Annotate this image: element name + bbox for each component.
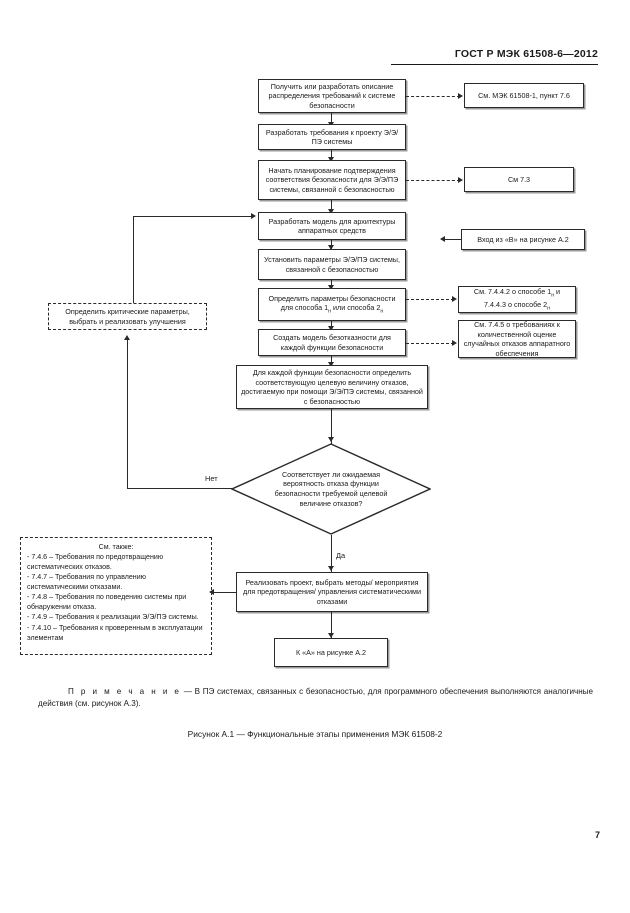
connector-6-arrow	[328, 326, 334, 331]
dashed-link-ref-1-arrow	[458, 93, 463, 99]
ref-box-7-4-4-2-and-7-4-4-3: См. 7.4.4.2 о способе 1н и 7.4.4.3 о спо…	[458, 286, 576, 313]
connector-yes-vertical	[331, 535, 332, 572]
see-also-notes-box: См. также: - 7.4.6 – Требования по предо…	[20, 537, 212, 655]
connector-7-arrow	[328, 362, 334, 367]
diamond-shape	[231, 443, 431, 535]
decision-branch-label-yes: Да	[336, 551, 346, 560]
flow-box-develop-hw-architecture-model: Разработать модель для архитектуры аппар…	[258, 212, 406, 240]
connector-2-arrow	[328, 157, 334, 162]
flow-box-define-safety-parameters: Определить параметры безопасности для сп…	[258, 288, 406, 321]
link-ref-3	[443, 239, 461, 240]
page-header-title: ГОСТ Р МЭК 61508-6—2012	[454, 48, 598, 60]
connector-9	[331, 612, 332, 638]
dashed-link-ref-2	[406, 180, 460, 181]
figure-note-paragraph: П р и м е ч а н и е — В ПЭ системах, свя…	[38, 686, 593, 710]
flow-box-start-planning: Начать планирование подтверждения соотве…	[258, 160, 406, 200]
flow-box-determine-target-failure: Для каждой функции безопасности определи…	[236, 365, 428, 409]
flow-decision-probability-meets-target: Соответствует ли ожидаемая вероятность о…	[231, 443, 431, 535]
connector-feedback-vertical	[133, 216, 134, 303]
connector-1	[331, 113, 332, 127]
connector-2	[331, 150, 332, 162]
dashed-link-ref-1	[406, 96, 460, 97]
note-text: — В ПЭ системах, связанных с безопасност…	[38, 687, 593, 709]
link-notes-to-implement	[212, 592, 236, 593]
connector-5-arrow	[328, 285, 334, 290]
ref-box-entry-b-figure-a2: Вход из «В» на рисунке А.2	[461, 229, 585, 250]
connector-no-horizontal	[127, 488, 232, 489]
connector-3	[331, 200, 332, 214]
see-also-item-5: - 7.4.10 – Требования к проверенным в эк…	[27, 623, 203, 642]
header-rule	[391, 64, 598, 65]
flow-box-create-reliability-model: Создать модель безотказности для каждой …	[258, 329, 406, 356]
figure-caption: Рисунок А.1 — Функциональные этапы приме…	[187, 729, 443, 739]
flow-box-determine-critical-parameters: Определить критические параметры, выбрат…	[48, 303, 207, 330]
note-label: П р и м е ч а н и е	[68, 687, 182, 696]
connector-3-arrow	[328, 209, 334, 214]
page-number: 7	[594, 830, 600, 840]
decision-branch-label-no: Нет	[205, 474, 218, 483]
connector-9-arrow	[328, 633, 334, 638]
connector-yes-arrow	[328, 566, 334, 571]
ref-box-see-7-3: См 7.3	[464, 167, 574, 192]
connector-feedback-arrow	[251, 213, 256, 219]
ref-box-7-4-5: См. 7.4.5 о требованиях к количественной…	[458, 320, 576, 358]
see-also-item-2: - 7.4.7 – Требования по управлению систе…	[27, 573, 147, 592]
flow-box-implement-project: Реализовать проект, выбрать методы/ меро…	[236, 572, 428, 612]
dashed-link-ref-4-arrow	[452, 296, 457, 302]
ref-7-4-4-2-label: См. 7.4.4.2 о способе 1н и 7.4.4.3 о спо…	[473, 287, 561, 311]
see-also-item-1: - 7.4.6 – Требования по предотвращению с…	[27, 553, 164, 572]
connector-8	[331, 409, 332, 445]
connector-8-arrow	[328, 437, 334, 442]
see-also-item-3: - 7.4.8 – Требования по поведению систем…	[27, 593, 187, 612]
connector-7	[331, 356, 332, 367]
connector-no-arrow	[124, 335, 130, 340]
link-notes-arrow	[209, 589, 214, 595]
define-safety-parameters-label: Определить параметры безопасности для сп…	[268, 293, 396, 315]
see-also-title: См. также:	[98, 543, 134, 551]
ref-box-iec-61508-1-7-6: См. МЭК 61508-1, пункт 7.6	[464, 83, 584, 108]
dashed-link-ref-5-arrow	[452, 340, 457, 346]
connector-4-arrow	[328, 245, 334, 250]
flow-box-to-a-figure-a2: К «А» на рисунке А.2	[274, 638, 388, 667]
flow-box-develop-eeps-requirements: Разработать требования к проекту Э/Э/ПЭ …	[258, 124, 406, 150]
dashed-link-ref-2-arrow	[458, 177, 463, 183]
flow-box-set-eeps-parameters: Установить параметры Э/Э/ПЭ системы, свя…	[258, 249, 406, 280]
see-also-item-4: - 7.4.9 – Требования к реализации Э/Э/ПЭ…	[27, 613, 199, 622]
connector-feedback-horizontal	[133, 216, 253, 217]
dashed-link-ref-4	[406, 299, 454, 300]
flow-box-obtain-requirements: Получить или разработать описание распре…	[258, 79, 406, 113]
link-ref-3-arrow	[440, 236, 445, 242]
decision-label: Соответствует ли ожидаемая вероятность о…	[274, 469, 388, 508]
dashed-link-ref-5	[406, 343, 454, 344]
connector-no-vertical	[127, 338, 128, 488]
